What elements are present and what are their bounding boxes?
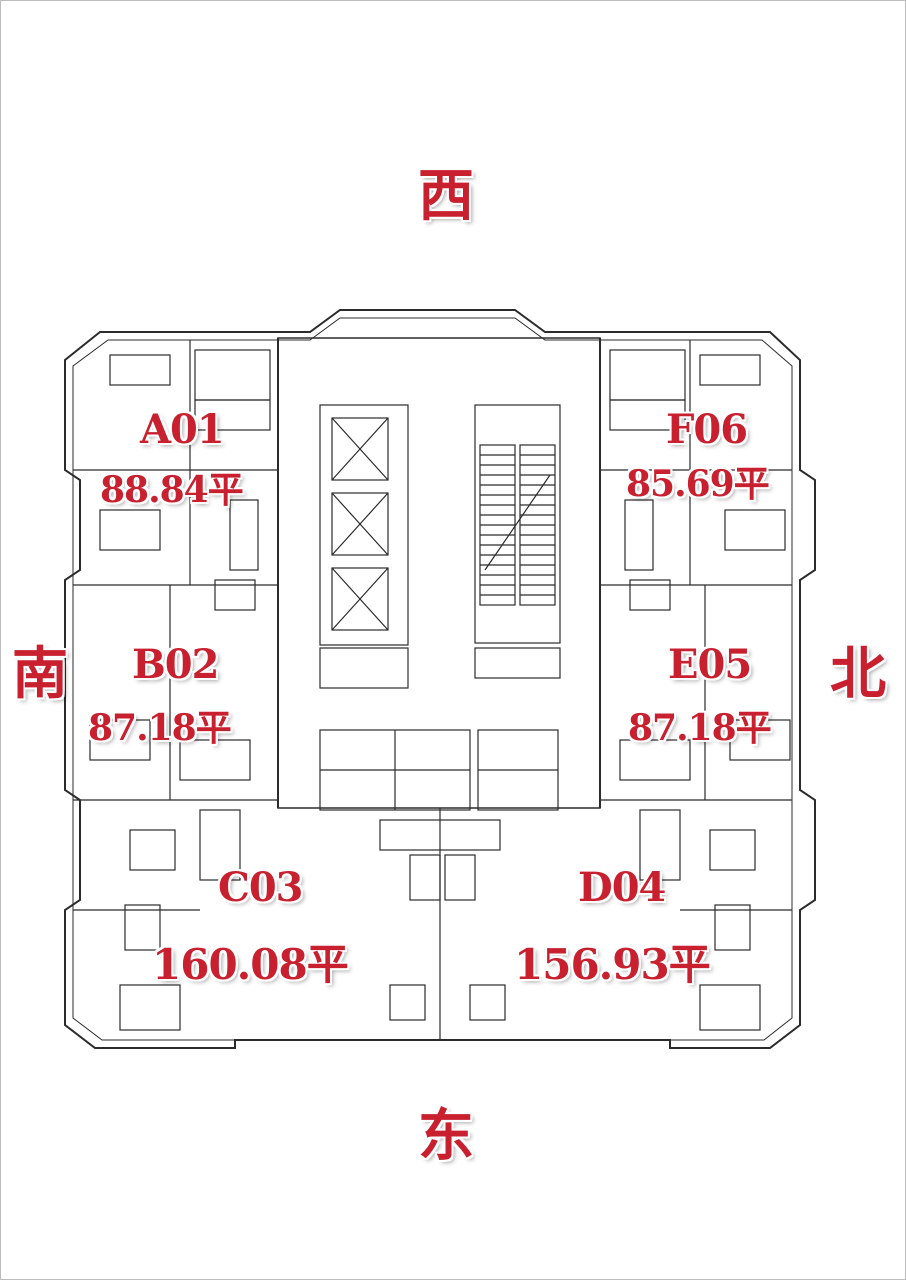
unit-f06-id: F06 [666,406,748,453]
unit-e05-id: E05 [668,641,752,688]
unit-a01-area: 88.84平 [100,469,244,511]
stairwell [474,404,561,679]
unit-d04-area: 156.93平 [514,940,711,989]
direction-south-label: 南 [12,641,68,707]
direction-north-label: 北 [830,641,886,707]
corridor-rooms [319,729,559,811]
unit-d04-id: D04 [578,864,666,911]
elevator-shafts [319,404,409,689]
unit-a01-id: A01 [140,406,225,453]
building-outline [64,309,816,1049]
unit-b02-area: 87.18平 [88,707,232,749]
unit-partitions [73,340,792,1040]
direction-west-label: 西 [418,163,474,229]
unit-e05-area: 87.18平 [628,707,772,749]
direction-east-label: 东 [418,1103,474,1169]
unit-c03-area: 160.08平 [152,940,349,989]
unit-f06-area: 85.69平 [626,463,770,505]
unit-b02-id: B02 [132,641,219,688]
unit-c03-id: C03 [218,864,303,911]
